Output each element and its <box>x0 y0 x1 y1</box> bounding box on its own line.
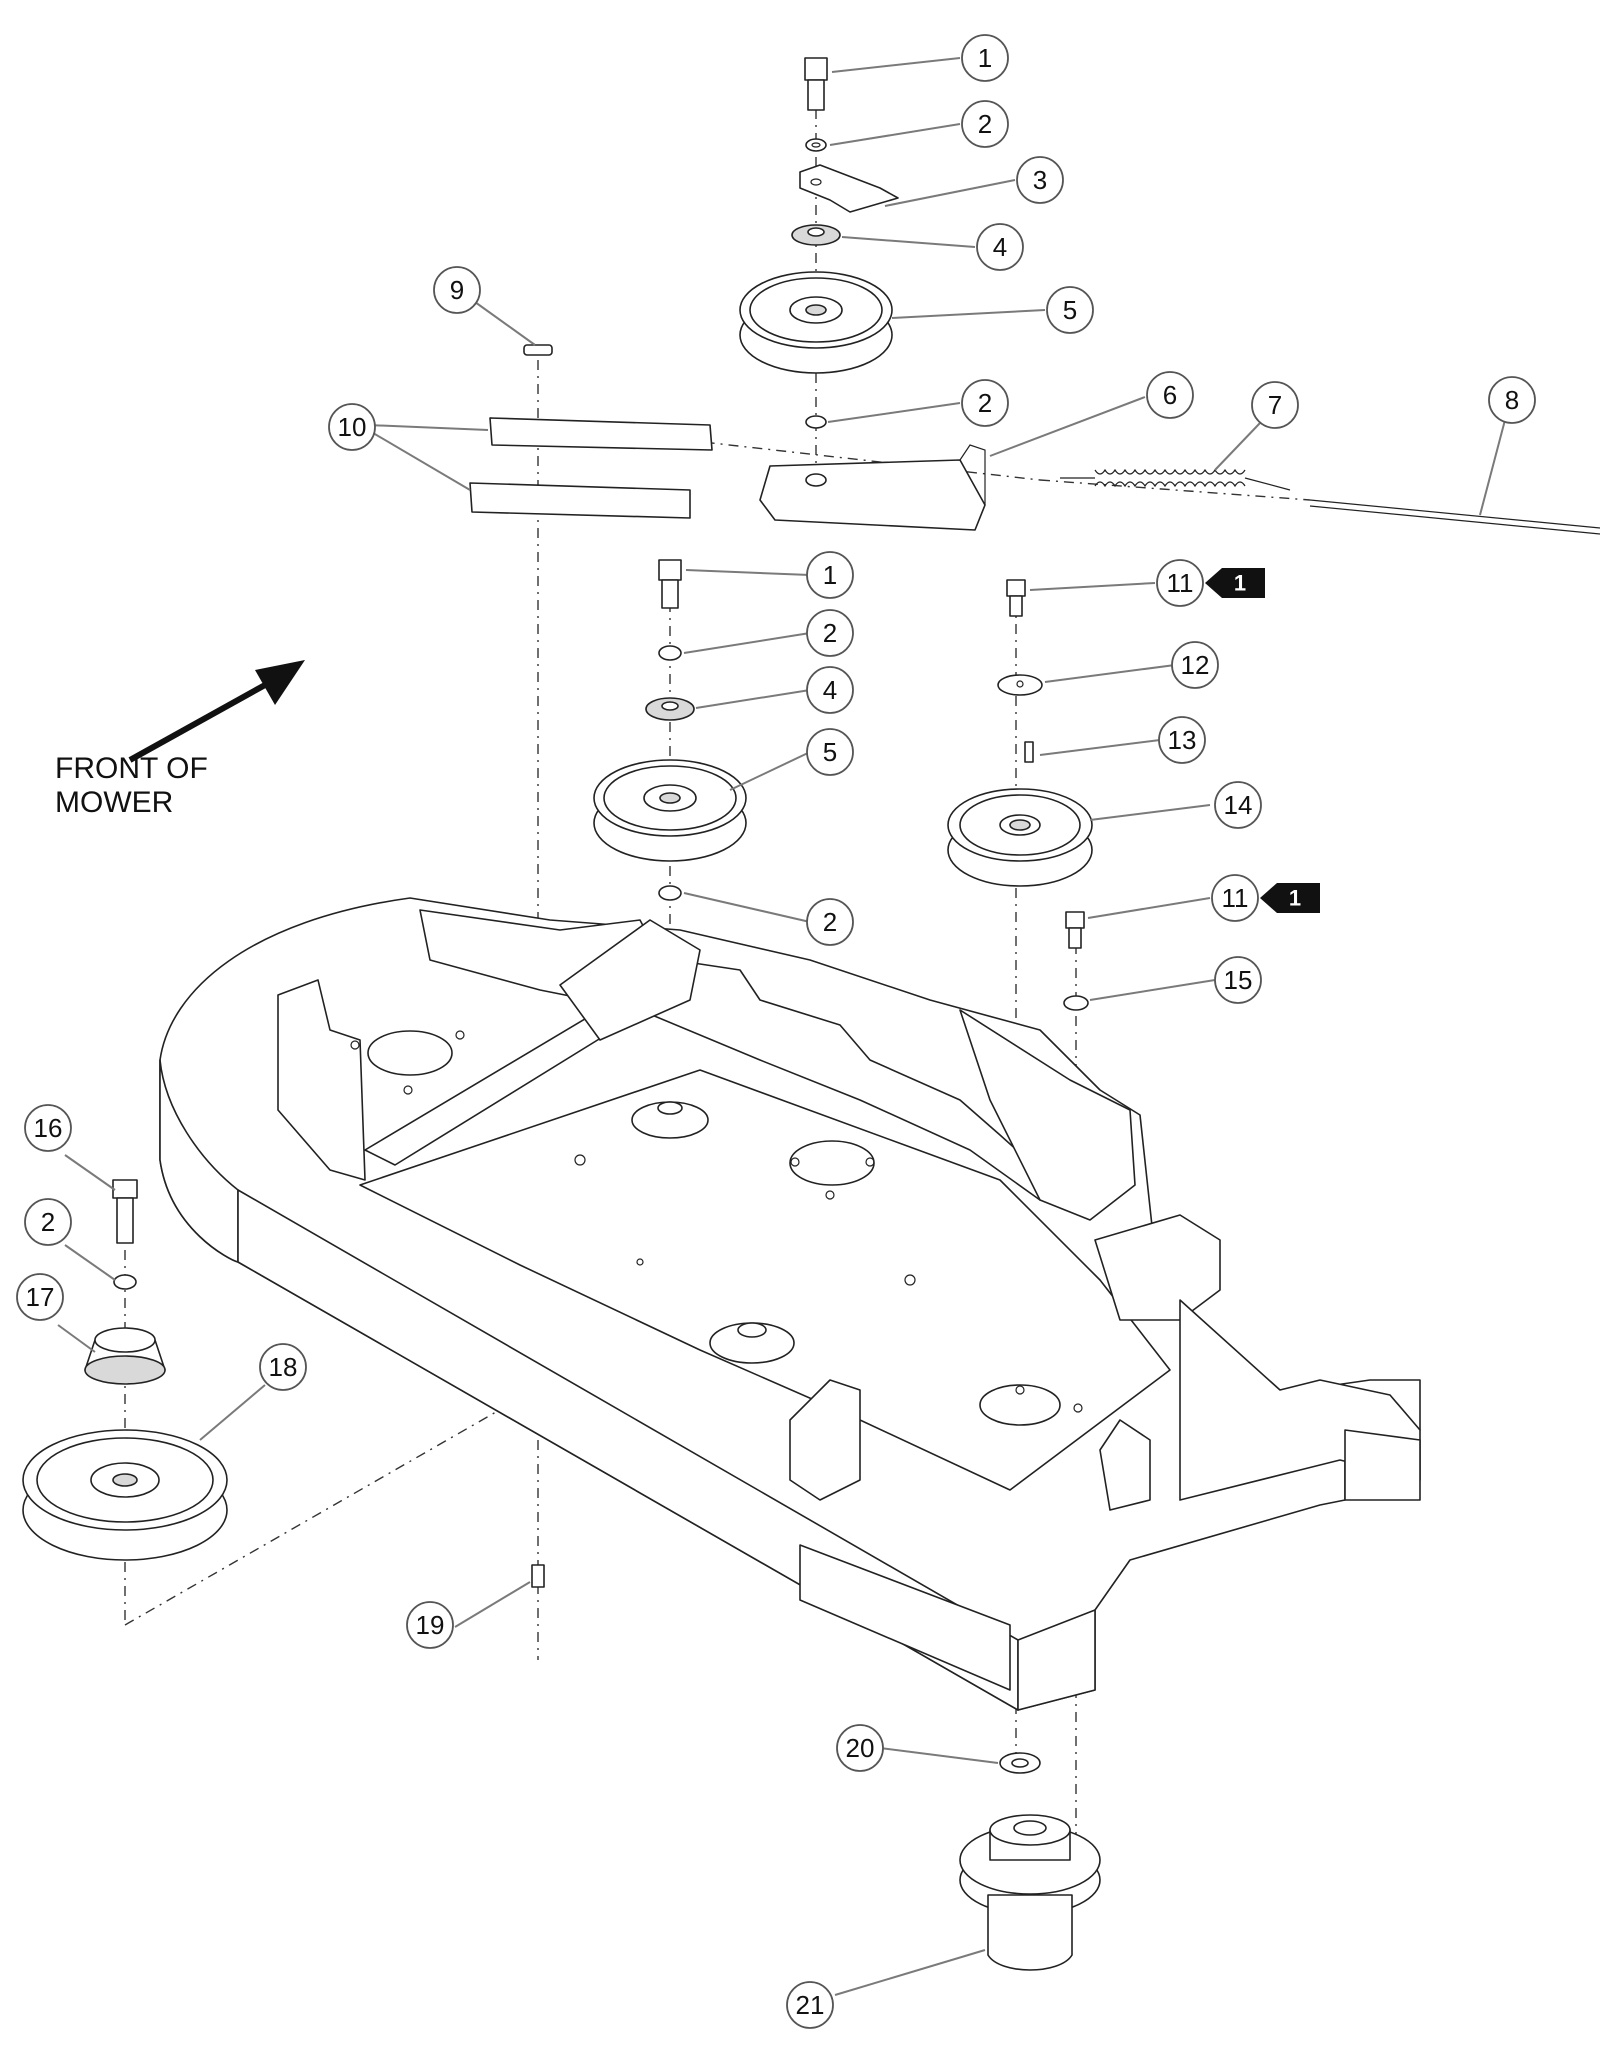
note-flag-label: 1 <box>1234 571 1246 596</box>
upper-bolt-1 <box>804 57 828 111</box>
middle-bolt-1 <box>658 559 682 609</box>
callout-label: 16 <box>34 1113 63 1143</box>
screw-19 <box>531 1564 545 1588</box>
upper-washer-2 <box>805 138 827 152</box>
callout-label: 1 <box>823 560 837 590</box>
leader-lines <box>57 57 1506 1996</box>
key-13 <box>1024 741 1034 763</box>
callout-label: 13 <box>1168 725 1197 755</box>
callout-label: 19 <box>416 1610 445 1640</box>
front-label-line2: MOWER <box>55 786 173 819</box>
middle-washer-2b <box>658 885 682 901</box>
callout-17: 17 <box>16 1273 64 1321</box>
left-washer-2 <box>113 1274 137 1290</box>
callout-label: 10 <box>338 412 367 442</box>
callout-2-arm: 2 <box>961 379 1009 427</box>
callout-20: 20 <box>836 1724 884 1772</box>
note-flag <box>1205 568 1265 598</box>
callout-label: 2 <box>823 907 837 937</box>
callout-8: 8 <box>1488 376 1536 424</box>
callout-label: 11 <box>1167 568 1194 598</box>
callout-label: 12 <box>1181 650 1210 680</box>
callout-label: 3 <box>1033 165 1047 195</box>
idler-arm-6 <box>759 444 986 531</box>
callout-15: 15 <box>1214 956 1262 1004</box>
left-idler-pulley-18 <box>22 1429 228 1561</box>
callout-11-bottom: 11 1 <box>1211 874 1320 922</box>
upper-idler-pulley-5 <box>739 271 893 374</box>
spring-7 <box>1060 468 1291 491</box>
callout-16: 16 <box>24 1104 72 1152</box>
callout-21: 21 <box>786 1981 834 2029</box>
callout-13: 13 <box>1158 716 1206 764</box>
callout-5-top: 5 <box>1046 286 1094 334</box>
callout-label: 7 <box>1268 390 1282 420</box>
upper-spacer-4 <box>791 224 841 246</box>
retainer-washer-12 <box>997 674 1043 696</box>
washer-20 <box>999 1752 1041 1774</box>
middle-spacer-4 <box>645 697 695 721</box>
washer-15 <box>1063 995 1089 1011</box>
callout-1-top: 1 <box>961 34 1009 82</box>
callout-label: 21 <box>796 1990 825 2020</box>
callout-label: 5 <box>823 737 837 767</box>
callout-label: 8 <box>1505 385 1519 415</box>
right-bolt-11 <box>1006 579 1026 617</box>
callout-4-top: 4 <box>976 223 1024 271</box>
callout-2-top: 2 <box>961 100 1009 148</box>
upper-washer-2b <box>805 415 827 429</box>
callout-label: 6 <box>1163 380 1177 410</box>
callout-2-left: 2 <box>24 1198 72 1246</box>
callout-label: 20 <box>846 1733 875 1763</box>
callout-label: 2 <box>41 1207 55 1237</box>
callout-7: 7 <box>1251 381 1299 429</box>
middle-idler-pulley-5 <box>593 759 747 862</box>
callout-label: 15 <box>1224 965 1253 995</box>
right-bolt-11b <box>1065 911 1085 949</box>
callout-12: 12 <box>1171 641 1219 689</box>
callout-label: 1 <box>978 43 992 73</box>
front-direction-arrow <box>128 660 305 763</box>
callout-1-middle: 1 <box>806 551 854 599</box>
callout-5-middle: 5 <box>806 728 854 776</box>
callout-4-middle: 4 <box>806 666 854 714</box>
front-label-line1: FRONT OF <box>55 752 208 785</box>
spindle-pulley-14 <box>947 788 1093 887</box>
callout-14: 14 <box>1214 781 1262 829</box>
callout-9: 9 <box>433 266 481 314</box>
callout-label: 17 <box>26 1282 55 1312</box>
callout-label: 2 <box>823 618 837 648</box>
callout-19: 19 <box>406 1601 454 1649</box>
middle-washer-2 <box>658 645 682 661</box>
left-bolt-16 <box>112 1179 138 1244</box>
callout-10: 10 <box>328 403 376 451</box>
wear-block-9 <box>523 344 553 356</box>
left-spacer-17 <box>84 1327 166 1385</box>
callout-label: 4 <box>823 675 837 705</box>
callout-2-lower: 2 <box>806 898 854 946</box>
callout-label: 18 <box>269 1352 298 1382</box>
wear-plates-10 <box>469 417 713 519</box>
callout-18: 18 <box>259 1343 307 1391</box>
callout-label: 11 <box>1222 883 1249 913</box>
chain-8 <box>1309 499 1601 535</box>
callout-label: 5 <box>1063 295 1077 325</box>
spindle-assembly-21 <box>959 1814 1101 1971</box>
callout-label: 4 <box>993 232 1007 262</box>
callout-label: 2 <box>978 109 992 139</box>
callout-label: 9 <box>450 275 464 305</box>
callout-11-top: 11 1 <box>1156 559 1265 607</box>
note-flag <box>1260 883 1320 913</box>
note-flag-label: 1 <box>1289 886 1301 911</box>
callout-label: 14 <box>1224 790 1253 820</box>
belt-guide-bracket-3 <box>799 164 899 213</box>
mower-deck <box>159 897 1421 1711</box>
callout-label: 2 <box>978 388 992 418</box>
callout-3: 3 <box>1016 156 1064 204</box>
callout-6: 6 <box>1146 371 1194 419</box>
callout-2-middle: 2 <box>806 609 854 657</box>
